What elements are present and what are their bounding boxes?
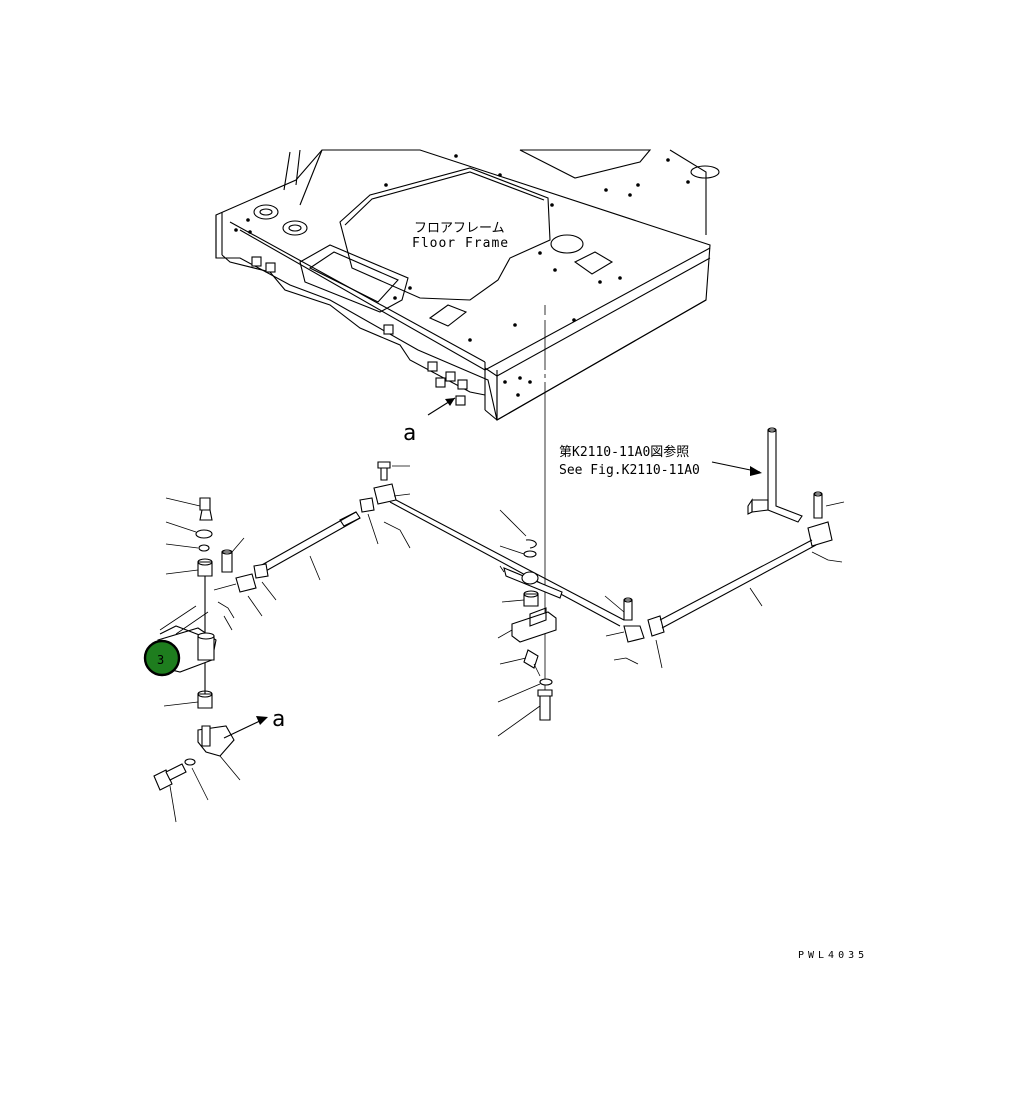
frame-holes: [234, 154, 690, 397]
floor-frame: フロアフレーム Floor Frame: [215, 149, 720, 421]
view-a-arrow-top: a: [403, 397, 456, 446]
view-a-label-top: a: [403, 421, 416, 446]
view-a-label-bottom: a: [272, 707, 285, 732]
floor-frame-label-en: Floor Frame: [412, 236, 509, 251]
floor-frame-label-jp: フロアフレーム: [414, 221, 505, 236]
callout-badge: 3: [143, 639, 181, 677]
left-lever-assembly: a: [153, 497, 285, 823]
drawing-code: PWL4035: [798, 950, 868, 961]
ref-label-jp: 第K2110-11A0図参照: [559, 444, 689, 460]
ref-label-en: See Fig.K2110-11A0: [559, 463, 700, 478]
callout-number: 3: [157, 653, 164, 667]
reference-note: 第K2110-11A0図参照 See Fig.K2110-11A0: [559, 444, 762, 478]
center-link-assembly: [253, 461, 625, 627]
right-lever-bracket: [604, 427, 845, 669]
center-pivot: [497, 509, 563, 737]
